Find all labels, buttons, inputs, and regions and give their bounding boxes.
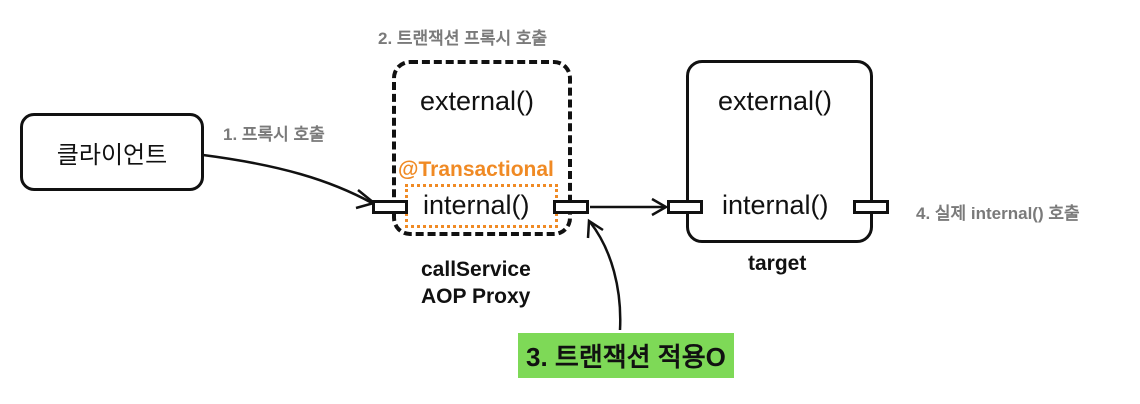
- proxy-port-left: [372, 200, 408, 214]
- step4-label: 4. 실제 internal() 호출: [916, 204, 1080, 223]
- arrow-step3-to-proxy: [589, 221, 622, 331]
- proxy-name-line1: callService: [421, 258, 531, 281]
- proxy-external-method: external(): [420, 86, 535, 116]
- transactional-annotation: @Transactional: [398, 158, 554, 181]
- step2-label: 2. 트랜잭션 프록시 호출: [378, 29, 548, 48]
- proxy-box: [392, 60, 572, 236]
- step3-label: 3. 트랜잭션 적용O: [518, 333, 734, 378]
- target-port-left: [667, 200, 703, 214]
- client-label: 클라이언트: [56, 141, 168, 169]
- step1-label: 1. 프록시 호출: [223, 125, 325, 144]
- proxy-name-line2: AOP Proxy: [421, 285, 531, 308]
- target-port-right: [853, 200, 889, 214]
- arrowhead-step3-to-proxy: [586, 218, 604, 239]
- proxy-port-right: [553, 200, 589, 214]
- target-external-method: external(): [718, 86, 833, 116]
- proxy-internal-method: internal(): [423, 190, 530, 220]
- arrowhead-proxy-to-target: [651, 197, 669, 217]
- target-box: [686, 60, 873, 243]
- client-box: 클라이언트: [20, 113, 204, 191]
- target-name: target: [748, 252, 807, 275]
- arrow-client-to-proxy: [202, 153, 373, 205]
- target-internal-method: internal(): [722, 190, 829, 220]
